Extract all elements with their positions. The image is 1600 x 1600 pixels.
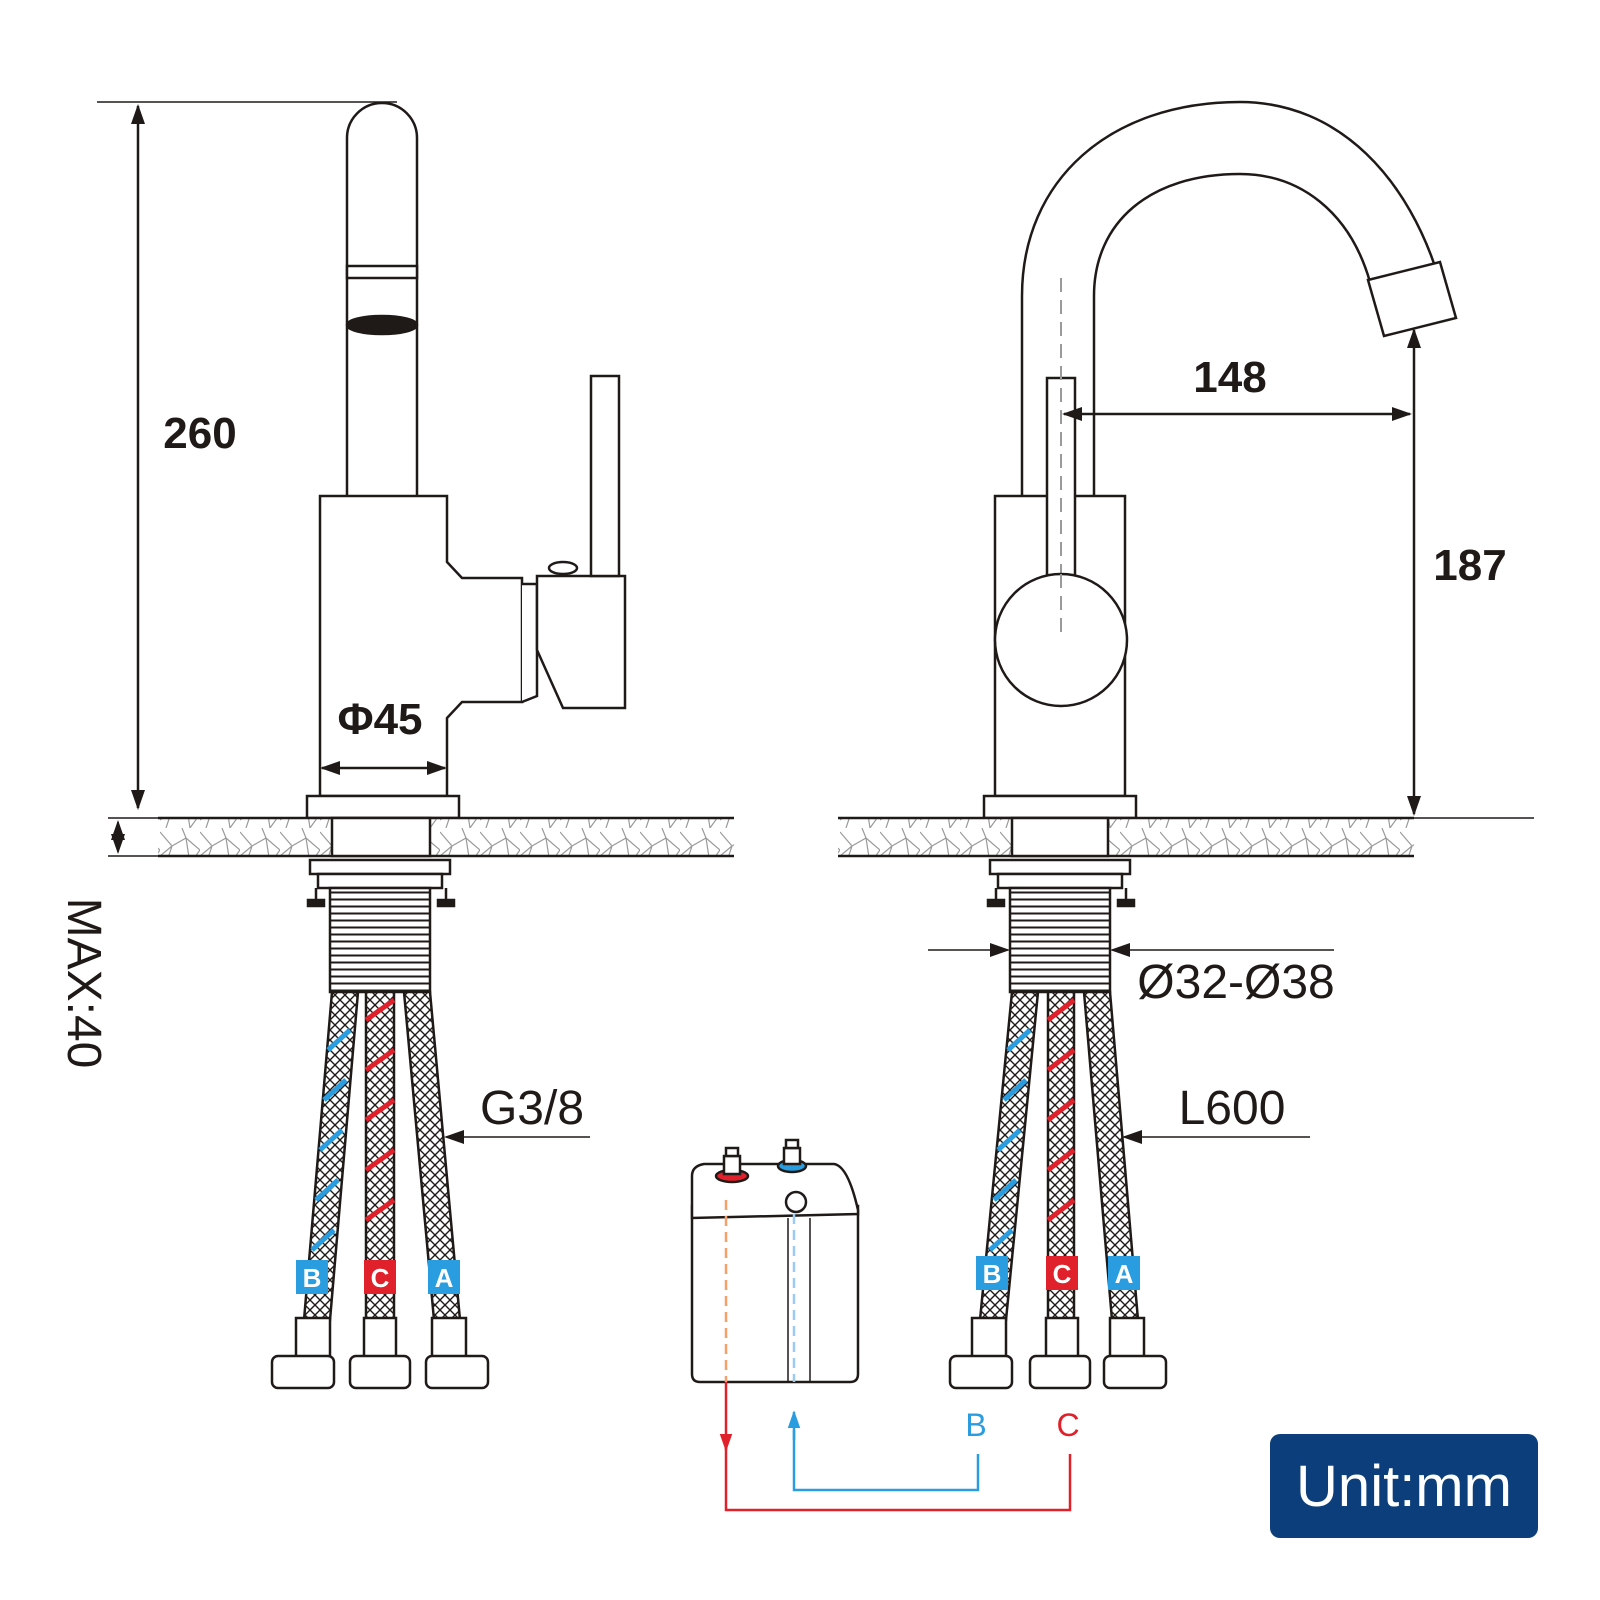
side-shank (330, 816, 432, 858)
front-spout (1020, 100, 1442, 496)
hose-label-a: A (435, 1263, 454, 1293)
side-spout (345, 101, 419, 496)
side-threaded-shank (328, 886, 432, 994)
front-hose-labels: B C A (976, 1256, 1140, 1290)
front-washer (988, 858, 1132, 876)
max-thickness-label: MAX:40 (57, 898, 110, 1069)
reach-label: 148 (1193, 353, 1266, 402)
heater-gauge (784, 1190, 808, 1214)
side-nut (316, 872, 444, 890)
water-heater (690, 1138, 860, 1384)
unit-badge: Unit:mm (1270, 1434, 1538, 1538)
front-view (838, 100, 1534, 1390)
front-nut-c (1028, 1354, 1092, 1390)
cold-pipe (792, 1430, 980, 1492)
side-nut-a (424, 1354, 490, 1390)
front-threaded-shank (1008, 886, 1112, 994)
pipe-label-b: B (965, 1407, 986, 1443)
front-countertop (838, 818, 1414, 856)
spout-height-label: 187 (1433, 541, 1506, 590)
front-nut-b (948, 1354, 1014, 1390)
hose-label-box-c (364, 1260, 396, 1294)
hose-label-b: B (303, 1263, 322, 1293)
front-hose-label-c: C (1053, 1259, 1072, 1289)
body-diameter-label: Φ45 (337, 695, 422, 744)
side-nut-b (270, 1354, 336, 1390)
side-hose-labels: B C A (296, 1260, 460, 1294)
front-aerator (1366, 260, 1458, 338)
height-dimension-label: 260 (163, 409, 236, 458)
spout-aerator-band (345, 264, 419, 280)
hose-label-c: C (371, 1263, 390, 1293)
connection-label: G3/8 (480, 1082, 584, 1135)
hose-label-box-a (428, 1260, 460, 1294)
hole-diameter-label: Ø32-Ø38 (1137, 956, 1334, 1009)
front-shank (1010, 816, 1110, 858)
spout-aerator (345, 314, 419, 336)
side-handle-neck (521, 582, 539, 704)
side-view (97, 101, 734, 1390)
side-body (318, 494, 524, 798)
side-nut-c (348, 1354, 412, 1390)
hose-label-box-b (296, 1260, 328, 1294)
front-hoses (948, 990, 1168, 1390)
front-handle (993, 572, 1129, 708)
side-handle-pin (547, 560, 579, 576)
front-base-plate (982, 794, 1138, 820)
hose-length-label: L600 (1179, 1082, 1286, 1135)
hot-pipe (724, 1446, 1072, 1512)
side-hoses (270, 990, 490, 1390)
front-hose-label-a: A (1115, 1259, 1134, 1289)
pipe-label-c: C (1056, 1407, 1079, 1443)
heater-body (690, 1204, 860, 1384)
side-handle (535, 574, 627, 710)
side-lever (589, 374, 621, 578)
front-nut-a (1102, 1354, 1168, 1390)
heater-pipes (719, 1200, 1072, 1512)
heater-top (690, 1162, 860, 1220)
front-nut (996, 872, 1124, 890)
side-base-plate (305, 794, 461, 820)
side-washer (308, 858, 452, 876)
side-countertop (158, 818, 734, 856)
front-hose-label-b: B (983, 1259, 1002, 1289)
